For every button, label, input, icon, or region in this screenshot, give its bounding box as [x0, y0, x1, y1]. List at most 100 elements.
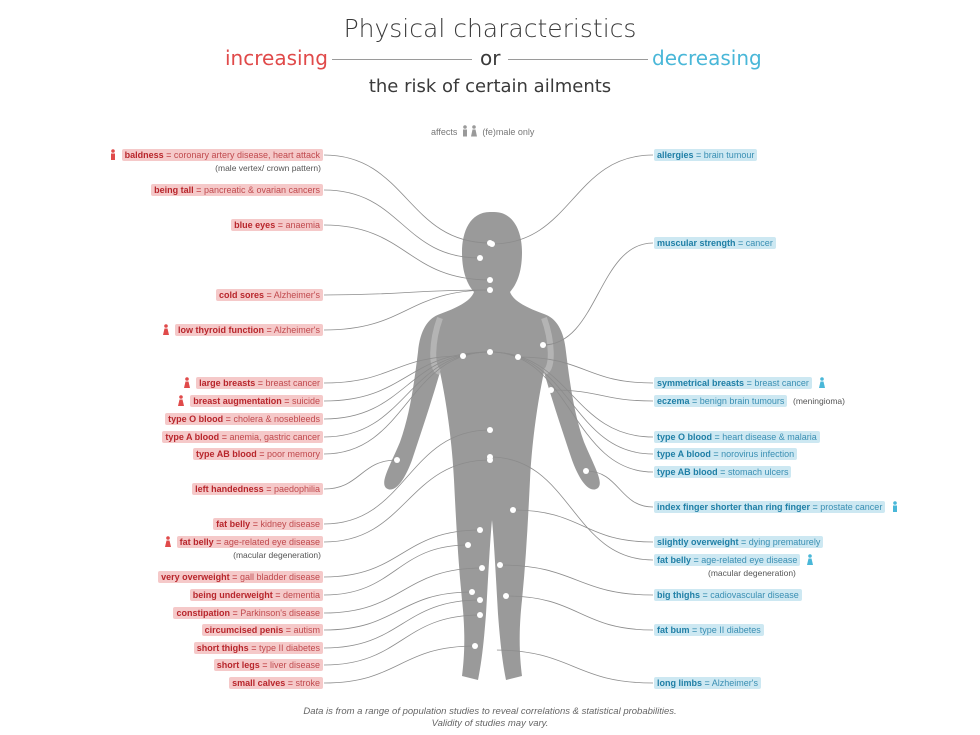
body-anchor-dot-14 [477, 597, 483, 603]
trait-text: left handedness [195, 484, 264, 494]
footer-line-2: Validity of studies may vary. [431, 718, 549, 729]
trait-text: big thighs [657, 590, 700, 600]
right-connector-12 [493, 649, 654, 684]
left-connector-13 [323, 529, 481, 578]
right-connector-9 [489, 456, 654, 561]
left-label-10: left handedness = paedophilia [192, 483, 323, 495]
male-female-icon [462, 125, 477, 137]
equals-sign: = [285, 678, 296, 688]
left-label-6: breast augmentation = suicide [190, 395, 323, 407]
trait-text: cold sores [218, 290, 264, 300]
disease-text: dementia [282, 590, 320, 600]
disease-text: suicide [291, 396, 320, 406]
trait-text: type O blood [657, 432, 712, 442]
right-connector-8 [512, 509, 654, 543]
right-label-9-female-icon [807, 554, 813, 565]
disease-text: breast cancer [754, 378, 809, 388]
right-connector-11 [505, 595, 654, 631]
body-anchor-dot-6 [487, 349, 493, 355]
disease-text: liver disease [269, 660, 320, 670]
trait-text: type A blood [165, 432, 220, 442]
body-anchor-dot-16 [472, 643, 478, 649]
disease-text: age-related eye disease [701, 555, 798, 565]
body-anchor-dot-19 [515, 354, 521, 360]
left-label-12: fat belly = age-related eye disease [176, 536, 323, 548]
right-label-8: slightly overweight = dying prematurely [654, 536, 824, 548]
left-label-5-female-icon [184, 377, 190, 388]
disease-text: benign brain tumours [699, 396, 785, 406]
left-label-3: cold sores = Alzheimer's [215, 289, 323, 301]
body-anchor-dot-5 [460, 353, 466, 359]
left-label-2: blue eyes = anaemia [231, 219, 323, 231]
disease-text: cancer [745, 238, 773, 248]
body-anchor-dot-22 [510, 507, 516, 513]
disease-text: brain tumour [703, 150, 755, 160]
trait-text: short thighs [196, 643, 249, 653]
left-label-8: type A blood = anemia, gastric cancer [162, 431, 323, 443]
left-connector-2 [323, 224, 491, 281]
body-anchor-dot-12 [479, 565, 485, 571]
left-label-6-female-icon [178, 395, 184, 406]
right-label-9: fat belly = age-related eye disease [654, 554, 801, 566]
left-label-4: low thyroid function = Alzheimer's [175, 324, 323, 336]
equals-sign: = [689, 625, 700, 635]
page-title: Physical characteristics [343, 14, 637, 43]
equals-sign: = [712, 432, 723, 442]
left-label-1: being tall = pancreatic & ovarian cancer… [151, 184, 323, 196]
disease-text: type II diabetes [258, 643, 320, 653]
equals-sign: = [223, 414, 234, 424]
right-label-4: type O blood = heart disease & malaria [654, 431, 820, 443]
trait-text: long limbs [657, 678, 702, 688]
trait-text: allergies [657, 150, 694, 160]
equals-sign: = [810, 502, 821, 512]
left-label-7: type O blood = cholera & nosebleeds [165, 413, 323, 425]
equals-sign: = [219, 432, 230, 442]
disease-text: paedophilia [273, 484, 320, 494]
trait-text: being underweight [192, 590, 273, 600]
left-connector-17 [323, 599, 481, 649]
body-anchor-dot-4 [487, 287, 493, 293]
trait-text: short legs [216, 660, 260, 670]
equals-sign: = [744, 378, 755, 388]
right-label-7-male-icon [893, 501, 897, 512]
left-connector-5 [323, 355, 464, 384]
trait-text: low thyroid function [178, 325, 264, 335]
disease-text: cholera & nosebleeds [233, 414, 320, 424]
affects-text: affects [431, 127, 458, 137]
left-label-17: short thighs = type II diabetes [193, 642, 323, 654]
disease-text: Parkinson's disease [240, 608, 320, 618]
trait-text: muscular strength [657, 238, 736, 248]
equals-sign: = [693, 150, 704, 160]
disease-text: Alzheimer's [711, 678, 758, 688]
female-only-text: (fe)male only [482, 127, 535, 137]
disease-text: cadiovascular disease [710, 590, 799, 600]
body-anchor-dot-8 [487, 427, 493, 433]
right-label-5: type A blood = norovirus infection [654, 448, 798, 460]
footer-line-1: Data is from a range of population studi… [303, 706, 677, 717]
body-anchor-dot-17 [489, 241, 495, 247]
equals-sign: = [255, 378, 266, 388]
right-label-9-note: (macular degeneration) [708, 568, 796, 578]
right-label-6: type AB blood = stomach ulcers [654, 466, 792, 478]
body-anchor-dot-7 [394, 457, 400, 463]
right-label-7: index finger shorter than ring finger = … [654, 501, 886, 513]
left-label-0-note: (male vertex/ crown pattern) [215, 163, 321, 173]
left-label-12-note: (macular degeneration) [233, 550, 321, 560]
disease-text: anaemia [285, 220, 320, 230]
equals-sign: = [735, 238, 746, 248]
right-label-1: muscular strength = cancer [654, 237, 776, 249]
equals-sign: = [163, 150, 174, 160]
equals-sign: = [256, 449, 267, 459]
trait-text: type AB blood [196, 449, 257, 459]
disease-text: type II diabetes [699, 625, 761, 635]
trait-text: fat belly [179, 537, 214, 547]
left-connector-18 [323, 614, 481, 666]
left-connector-11 [323, 429, 491, 525]
disease-text: prostate cancer [820, 502, 883, 512]
body-anchor-dot-13 [469, 589, 475, 595]
body-anchor-dot-11 [465, 542, 471, 548]
left-label-9: type AB blood = poor memory [193, 448, 323, 460]
disease-text: stroke [295, 678, 320, 688]
